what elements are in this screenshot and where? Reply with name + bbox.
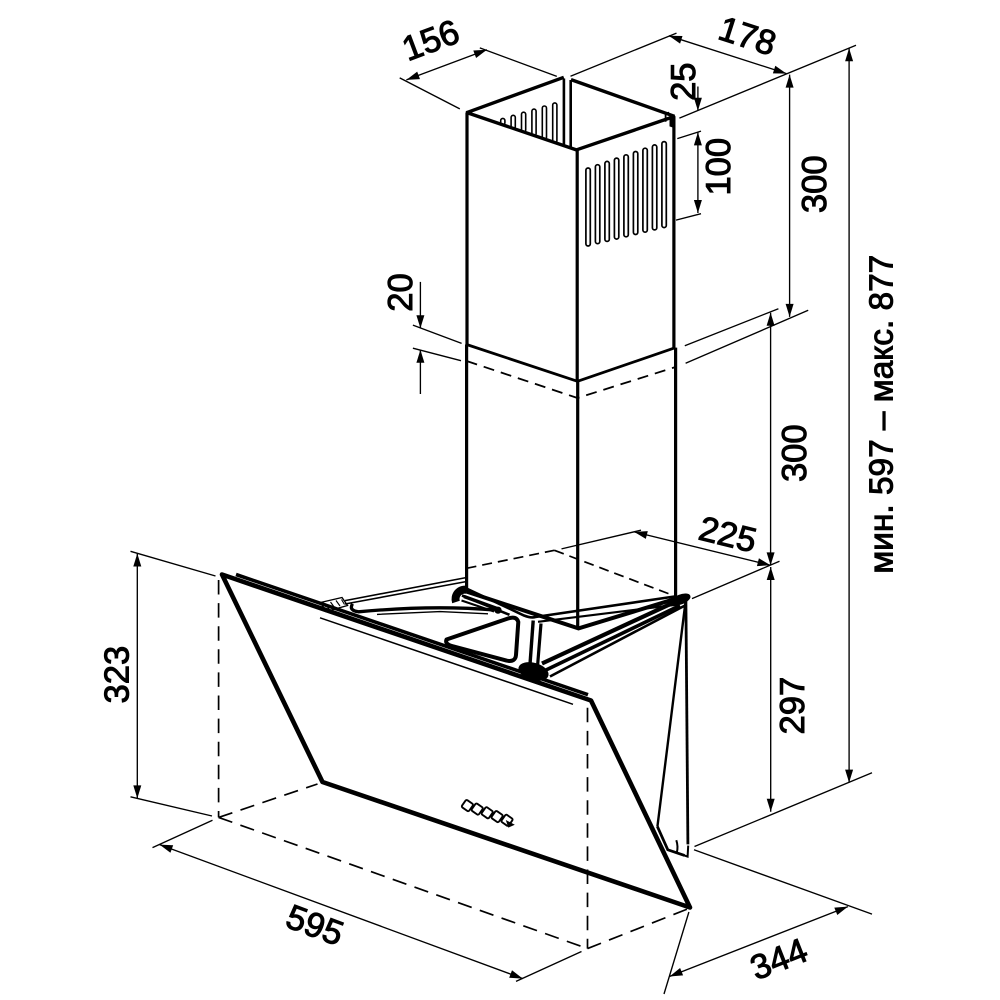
svg-text:25: 25 (665, 62, 703, 100)
svg-text:300: 300 (776, 424, 814, 482)
svg-text:297: 297 (774, 677, 812, 735)
svg-text:300: 300 (796, 155, 834, 213)
svg-text:20: 20 (382, 273, 420, 311)
svg-text:100: 100 (700, 138, 738, 196)
svg-text:323: 323 (98, 646, 136, 704)
svg-text:мин. 597 – макс. 877: мин. 597 – макс. 877 (864, 255, 901, 574)
